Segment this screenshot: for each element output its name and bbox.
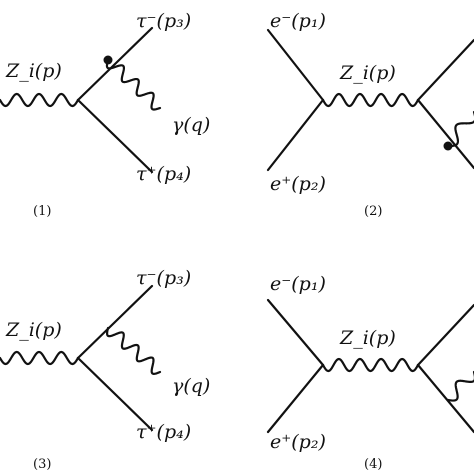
photon-line-2 <box>446 110 474 148</box>
tau-minus-label-3: τ⁻(p₃) <box>136 267 191 289</box>
boson-label-1: Z_i(p) <box>5 60 62 82</box>
tau-plus-line-1 <box>76 98 154 174</box>
outgoing-line-down-2 <box>416 98 474 170</box>
outgoing-line-up-2 <box>416 38 474 102</box>
tau-plus-line-3 <box>76 356 154 432</box>
tau-minus-line-1 <box>76 26 154 102</box>
caption-2: (2) <box>364 204 382 219</box>
diagram-1: Z_i(p) τ⁻(p₃) γ(q) τ⁺(p₄) (1) <box>0 10 210 219</box>
tau-minus-line-3 <box>76 284 154 360</box>
positron-label-2: e⁺(p₂) <box>270 173 326 195</box>
photon-label-1: γ(q) <box>172 114 210 136</box>
diagram-2: e⁻(p₁) Z_i(p) e⁺(p₂) (2) <box>266 10 474 219</box>
photon-label-3: γ(q) <box>172 375 210 397</box>
positron-line-2 <box>266 98 325 172</box>
electron-line-2 <box>266 28 325 102</box>
outgoing-line-down-4 <box>416 363 474 434</box>
outgoing-line-up-4 <box>416 303 474 367</box>
z-boson-propagator-2 <box>321 92 420 108</box>
caption-4: (4) <box>364 457 382 472</box>
positron-label-4: e⁺(p₂) <box>270 431 326 453</box>
diagram-4: e⁻(p₁) Z_i(p) e⁺(p₂) (4) <box>266 273 474 472</box>
boson-label-4: Z_i(p) <box>339 327 396 349</box>
vertex-dot-1 <box>103 55 113 65</box>
tau-plus-label-1: τ⁺(p₄) <box>136 163 191 185</box>
electron-label-2: e⁻(p₁) <box>270 10 326 32</box>
photon-line-3 <box>106 326 162 375</box>
electron-line-4 <box>266 298 325 367</box>
photon-line-1 <box>105 58 162 111</box>
caption-1: (1) <box>33 204 51 219</box>
z-boson-propagator-1 <box>0 92 80 108</box>
diagram-3: Z_i(p) τ⁻(p₃) γ(q) τ⁺(p₄) (3) <box>0 267 210 472</box>
z-boson-propagator-3 <box>0 350 80 366</box>
z-boson-propagator-4 <box>321 357 420 373</box>
caption-3: (3) <box>33 457 51 472</box>
tau-minus-label-1: τ⁻(p₃) <box>136 10 191 32</box>
vertex-dot-2 <box>443 141 453 151</box>
boson-label-3: Z_i(p) <box>5 319 62 341</box>
boson-label-2: Z_i(p) <box>339 62 396 84</box>
tau-plus-label-3: τ⁺(p₄) <box>136 421 191 443</box>
electron-label-4: e⁻(p₁) <box>270 273 326 295</box>
photon-line-4 <box>446 370 474 402</box>
positron-line-4 <box>266 363 325 434</box>
